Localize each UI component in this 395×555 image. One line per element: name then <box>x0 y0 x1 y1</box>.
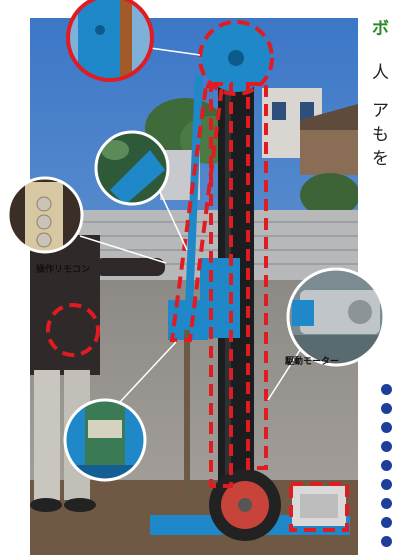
drive-motor-label: 駆動モーター <box>285 357 340 367</box>
bullet-marker <box>381 384 392 395</box>
body-text-line-1: 人 <box>372 63 389 83</box>
callout-connectors <box>79 47 301 403</box>
callout-guide <box>94 130 170 206</box>
callout-sheave <box>66 0 154 82</box>
bullet-marker <box>381 517 392 528</box>
section-heading: ボ <box>372 19 389 39</box>
callout-drill-base <box>63 398 147 482</box>
bullet-marker <box>381 460 392 471</box>
callout-remote <box>6 176 84 254</box>
highlight-overlays <box>46 20 349 532</box>
bullet-marker <box>381 422 392 433</box>
bullet-marker <box>381 403 392 414</box>
bullet-marker <box>381 536 392 547</box>
body-text-line-3: も <box>372 125 389 145</box>
bullet-marker <box>381 441 392 452</box>
remote-control-label: 操作リモコン <box>36 265 91 275</box>
body-text-line-4: を <box>372 149 389 169</box>
bullet-marker <box>381 498 392 509</box>
body-text-line-2: ア <box>372 101 389 121</box>
bullet-marker <box>381 479 392 490</box>
